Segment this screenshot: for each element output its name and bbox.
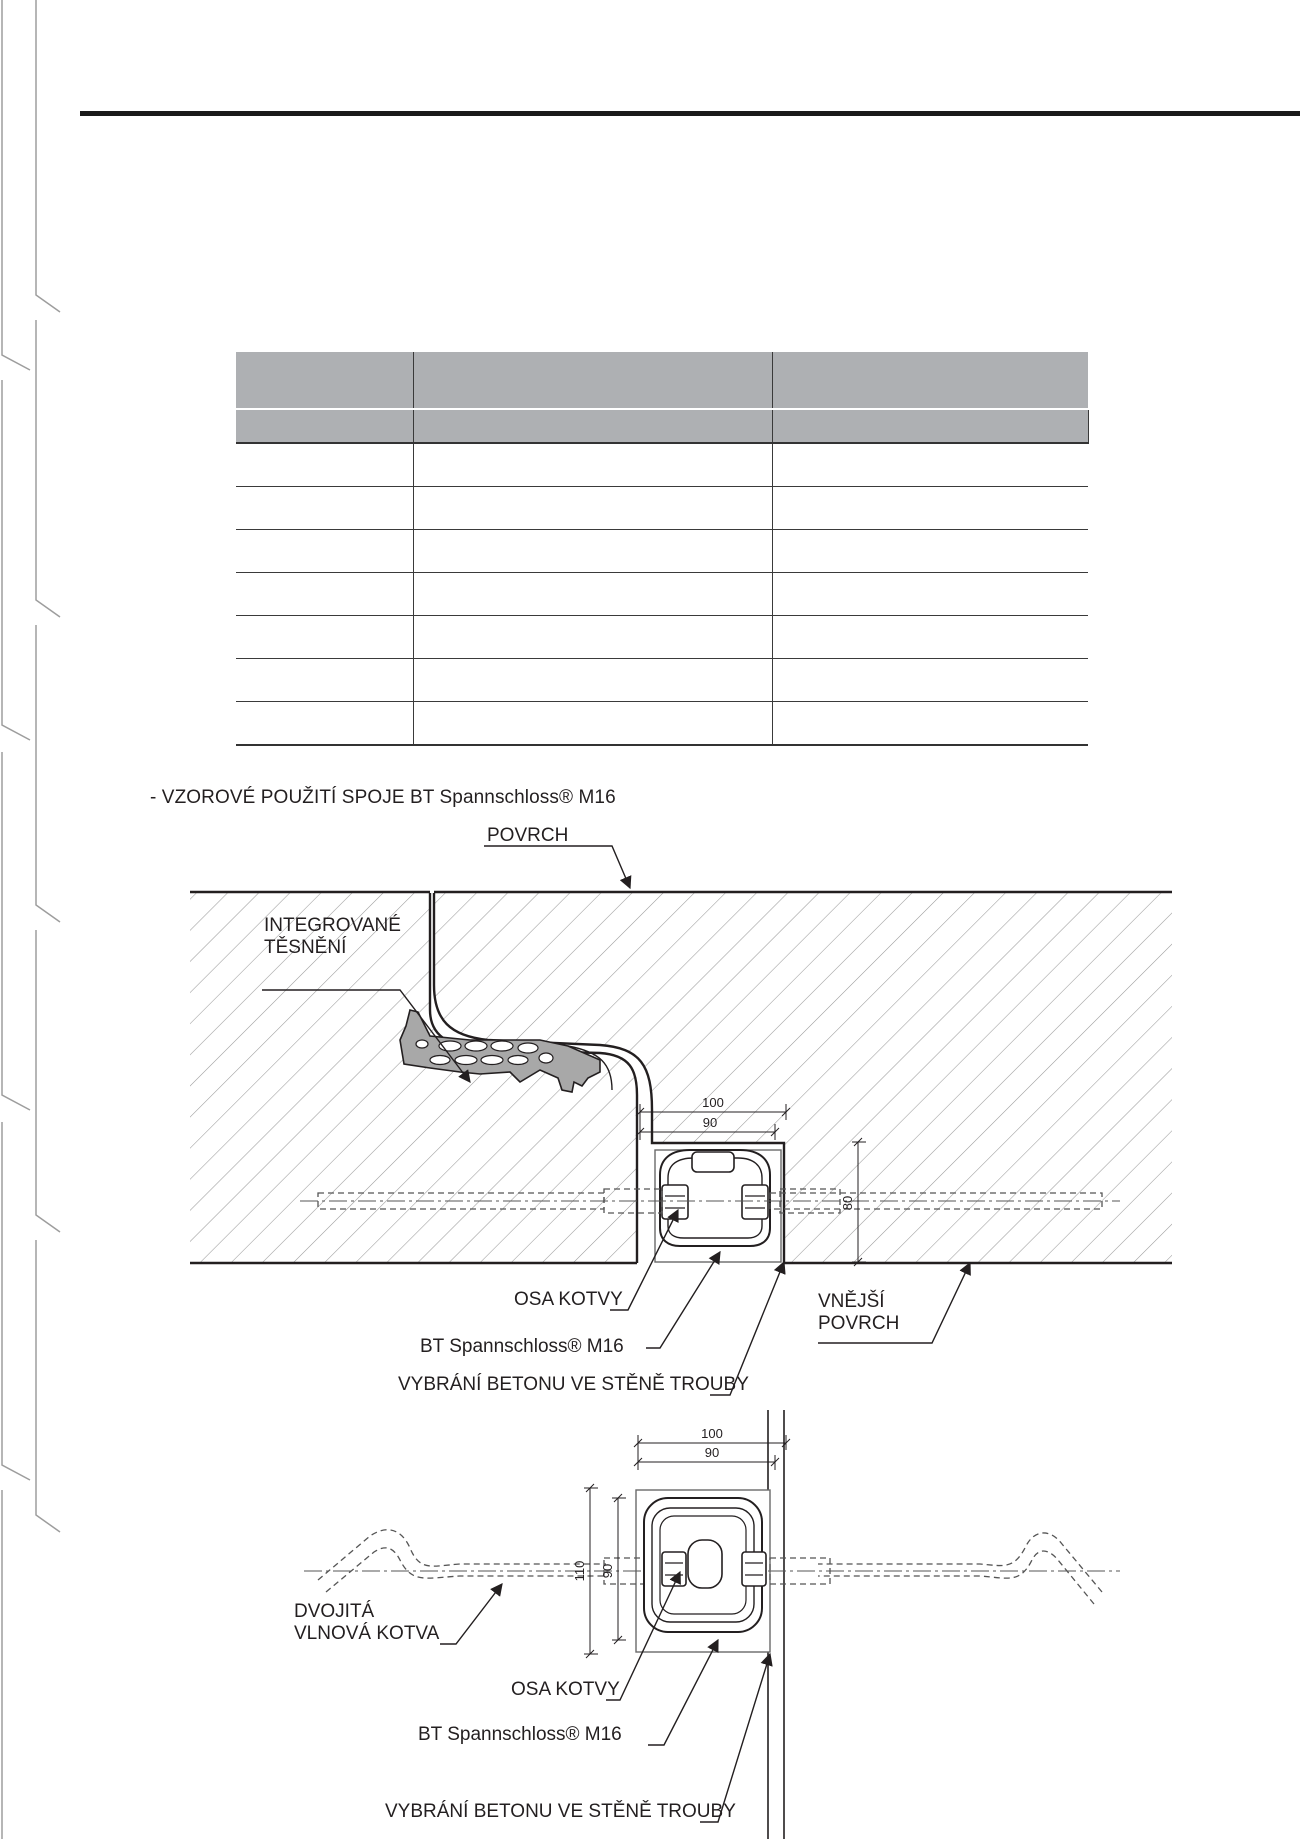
dimension-label: 110 (572, 1561, 587, 1582)
spannschloss-connector-section (659, 1149, 771, 1247)
dimension-label: 90 (600, 1564, 615, 1578)
table-cell (772, 572, 1088, 616)
label-recess: VYBRÁNÍ BETONU VE STĚNĚ TROUBY (385, 1800, 736, 1822)
table-subheader-row (236, 409, 1089, 444)
table-cell (236, 486, 414, 530)
dimension-label: 100 (701, 1426, 723, 1441)
table-cell (236, 443, 414, 487)
concrete-wall-right (434, 893, 1172, 1263)
register-tabs (1, 0, 61, 1839)
label-recess: VYBRÁNÍ BETONU VE STĚNĚ TROUBY (398, 1373, 749, 1395)
label-surface: POVRCH (487, 825, 568, 846)
table-cell (413, 615, 773, 659)
label-seal-line1: INTEGROVANÉ (264, 915, 401, 936)
table-header-cell (772, 352, 1088, 410)
table-cell (236, 658, 414, 702)
label-connector: BT Spannschloss® M16 (420, 1336, 624, 1357)
table-cell (413, 486, 773, 530)
integrated-seal (399, 1009, 613, 1093)
table-row (236, 443, 1088, 487)
table-cell (236, 572, 414, 616)
table-cell (772, 701, 1088, 746)
header-rule (80, 111, 1300, 116)
label-anchor-axis: OSA KOTVY (514, 1289, 623, 1310)
table-cell (413, 529, 773, 573)
table-cell (413, 409, 773, 444)
dimension-label: 90 (703, 1115, 717, 1130)
table-cell (772, 409, 1089, 444)
concrete-wall-left (190, 893, 637, 1263)
table-row (236, 658, 1088, 702)
table-cell (236, 409, 414, 444)
table-row (236, 615, 1088, 659)
section-title: - VZOROVÉ POUŽITÍ SPOJE BT Spannschloss®… (150, 787, 616, 808)
table-cell (772, 486, 1088, 530)
label-wave-anchor-line2: VLNOVÁ KOTVA (294, 1623, 440, 1644)
table-header-row (236, 352, 1088, 410)
plan-view: 100 90 110 90 DVOJITÁ VLNOVÁ KOTVA OSA K… (294, 1410, 1120, 1839)
table-cell (413, 658, 773, 702)
spannschloss-connector-plan (643, 1497, 767, 1633)
table-header-cell (413, 352, 773, 410)
table-cell (772, 615, 1088, 659)
table-cell (236, 701, 414, 746)
table-cell (772, 658, 1088, 702)
label-connector: BT Spannschloss® M16 (418, 1724, 622, 1745)
table-row (236, 701, 1088, 746)
table-cell (413, 572, 773, 616)
dimension-label: 90 (705, 1445, 719, 1460)
table-cell (413, 443, 773, 487)
dimension-label: 80 (840, 1196, 855, 1210)
table-cell (772, 443, 1088, 487)
label-wave-anchor-line1: DVOJITÁ (294, 1601, 375, 1622)
section-view: 100 90 80 POVRCH INTEGROVANÉ TĚSNĚNÍ OSA… (190, 825, 1172, 1396)
table-cell (236, 529, 414, 573)
label-outer-line1: VNĚJŠÍ (818, 1290, 885, 1312)
label-outer-line2: POVRCH (818, 1313, 899, 1334)
table-cell (772, 529, 1088, 573)
spec-table (236, 352, 1089, 746)
label-anchor-axis: OSA KOTVY (511, 1679, 620, 1700)
table-row (236, 529, 1088, 573)
table-cell (236, 615, 414, 659)
table-row (236, 572, 1088, 616)
table-row (236, 486, 1088, 530)
dimension-label: 100 (702, 1095, 724, 1110)
table-header-cell (236, 352, 414, 410)
label-seal-line2: TĚSNĚNÍ (264, 936, 347, 958)
table-cell (413, 701, 773, 746)
